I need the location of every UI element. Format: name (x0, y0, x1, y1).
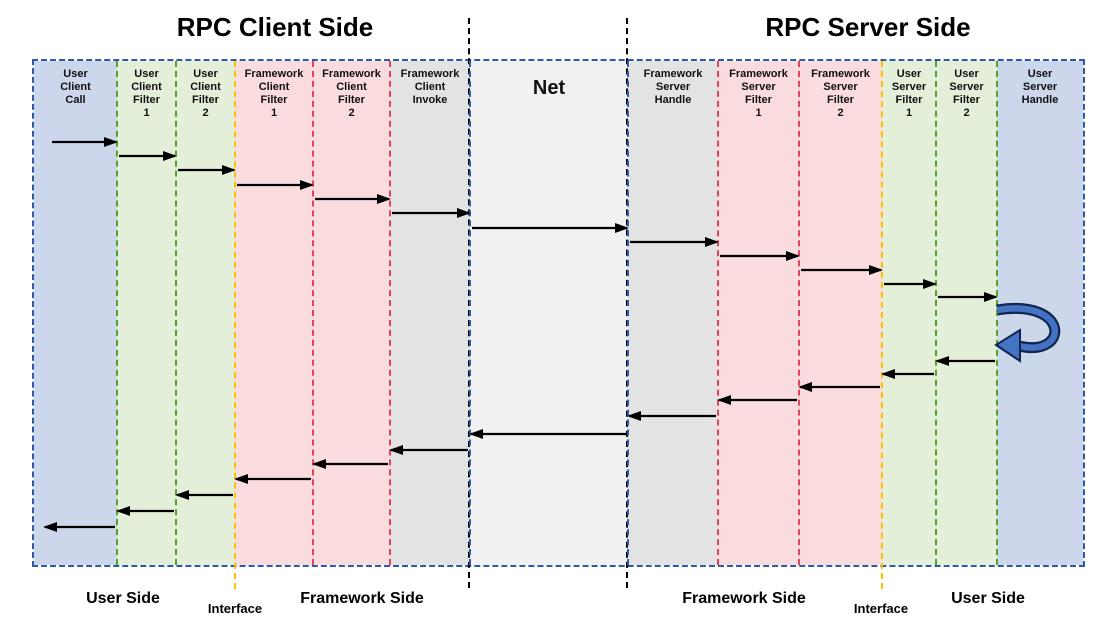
column-user-server-filter-1 (882, 61, 936, 565)
footer-label-user-side-right: User Side (951, 590, 1025, 607)
column-boundary-8 (717, 61, 719, 565)
column-header-net: Net (532, 77, 566, 99)
column-boundary-7 (627, 61, 629, 565)
column-header-user-client-filter-2: User Client Filter 2 (190, 68, 221, 119)
column-user-client-call (34, 61, 117, 565)
column-boundary-6 (469, 61, 471, 565)
column-header-framework-client-invoke: Framework Client Invoke (400, 68, 460, 106)
column-net (470, 61, 628, 565)
column-boundary-2 (175, 61, 177, 565)
column-boundary-4 (312, 61, 314, 565)
column-header-user-client-call: User Client Call (60, 68, 91, 106)
client-side-title: RPC Client Side (176, 12, 374, 42)
column-header-user-client-filter-1: User Client Filter 1 (131, 68, 162, 119)
footer-label-user-side-left: User Side (86, 590, 160, 607)
loopback-arrow-head (994, 328, 1021, 363)
column-header-framework-server-filter-1: Framework Server Filter 1 (729, 68, 788, 119)
footer-label-interface-right: Interface (853, 601, 909, 616)
column-header-user-server-handle: User Server Handle (1021, 68, 1059, 106)
column-user-client-filter-1 (117, 61, 176, 565)
column-header-user-server-filter-1: User Server Filter 1 (891, 68, 927, 119)
loopback-arrow-body (996, 305, 1058, 351)
column-framework-client-invoke (390, 61, 470, 565)
diagram-outer-box (32, 59, 1085, 567)
footer-label-framework-side-right: Framework Side (682, 590, 806, 607)
footer-label-framework-side-left: Framework Side (300, 590, 424, 607)
column-header-framework-server-handle: Framework Server Handle (643, 68, 703, 106)
column-header-framework-client-filter-1: Framework Client Filter 1 (244, 68, 304, 119)
column-user-server-filter-2 (936, 61, 997, 565)
column-framework-client-filter-1 (235, 61, 313, 565)
column-boundary-12 (996, 61, 998, 565)
column-header-framework-client-filter-2: Framework Client Filter 2 (322, 68, 381, 119)
column-header-user-server-filter-2: User Server Filter 2 (949, 68, 984, 119)
column-user-client-filter-2 (176, 61, 235, 565)
column-boundary-9 (798, 61, 800, 565)
column-boundary-10 (881, 61, 883, 589)
column-header-framework-server-filter-2: Framework Server Filter 2 (811, 68, 870, 119)
column-boundary-1 (116, 61, 118, 565)
column-framework-server-filter-2 (799, 61, 882, 565)
column-framework-client-filter-2 (313, 61, 390, 565)
column-boundary-11 (935, 61, 937, 565)
column-framework-server-handle (628, 61, 718, 565)
server-side-title: RPC Server Side (765, 12, 971, 42)
column-framework-server-filter-1 (718, 61, 799, 565)
footer-label-interface-left: Interface (207, 601, 263, 616)
column-boundary-3 (234, 61, 236, 589)
column-boundary-5 (389, 61, 391, 565)
